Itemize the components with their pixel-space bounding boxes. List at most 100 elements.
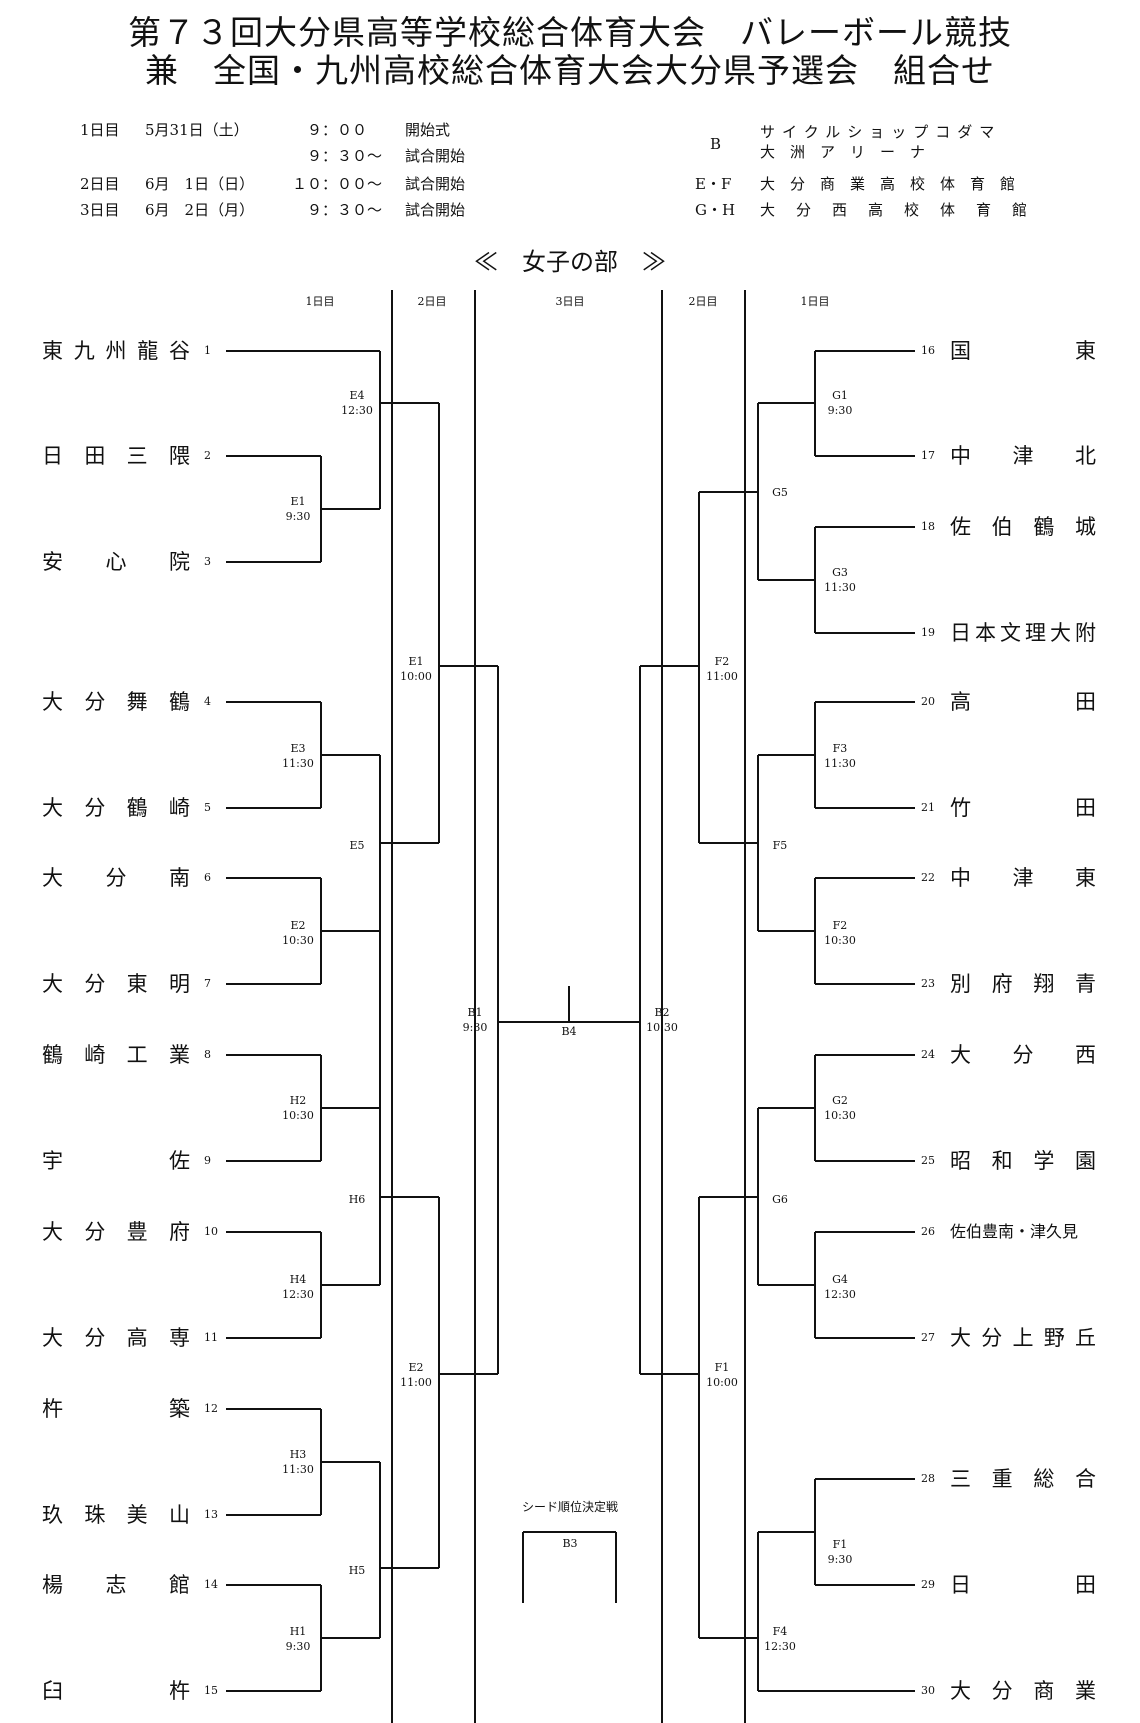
team-name: 竹田	[950, 796, 1096, 820]
seed-playoff-label: シード順位決定戦	[521, 1500, 619, 1514]
team-number: 11	[204, 1331, 218, 1344]
team-name: 玖珠美山	[42, 1503, 190, 1527]
match-label: G3 11:30	[824, 566, 856, 594]
match-label: H3 11:30	[282, 1448, 314, 1476]
team-number: 6	[204, 871, 211, 884]
match-label: F1 10:00	[706, 1361, 738, 1389]
team-name: 大分東明	[42, 972, 190, 996]
team-name: 三重総合	[950, 1467, 1096, 1491]
team-number: 12	[204, 1402, 218, 1415]
team-name: 臼杵	[42, 1679, 190, 1703]
team-number: 5	[204, 801, 211, 814]
team-name: 大分舞鶴	[42, 690, 190, 714]
schedule-event: 試合開始	[405, 147, 466, 165]
match-label: H2 10:30	[282, 1094, 314, 1122]
match-label: H1 9:30	[285, 1625, 311, 1653]
day-header: 2日目	[688, 295, 718, 308]
team-name: 別府翔青	[950, 972, 1096, 996]
day-header: 1日目	[305, 295, 335, 308]
team-number: 1	[204, 344, 211, 357]
team-number: 4	[204, 695, 211, 708]
team-name: 高田	[950, 690, 1096, 714]
team-number: 22	[921, 871, 935, 884]
team-name: 東九州龍谷	[42, 339, 190, 363]
team-number: 15	[204, 1684, 218, 1697]
schedule-time: １０：００～	[292, 175, 383, 193]
match-label: E5	[349, 839, 365, 852]
team-number: 25	[921, 1154, 935, 1167]
match-label: E4 12:30	[341, 389, 373, 417]
team-number: 19	[921, 626, 935, 639]
team-number: 16	[921, 344, 935, 357]
team-name: 大分商業	[950, 1679, 1096, 1703]
match-label: B1 9:30	[462, 1006, 488, 1034]
team-name: 国東	[950, 339, 1096, 363]
schedule-event: 試合開始	[405, 201, 466, 219]
team-number: 14	[204, 1578, 218, 1591]
match-label: E2 10:30	[282, 919, 314, 947]
team-name: 昭和学園	[950, 1149, 1096, 1173]
team-number: 28	[921, 1472, 935, 1485]
team-name: 日田	[950, 1573, 1096, 1597]
match-label: G2 10:30	[824, 1094, 856, 1122]
match-label: F5	[772, 839, 788, 852]
team-name: 佐伯鶴城	[950, 515, 1096, 539]
match-label: F3 11:30	[824, 742, 856, 770]
team-name: 大分高専	[42, 1326, 190, 1350]
team-name: 日田三隈	[42, 444, 190, 468]
schedule-date: 6月 1日（日）	[145, 175, 255, 193]
team-number: 18	[921, 520, 935, 533]
title-line-1: 第７３回大分県高等学校総合体育大会 バレーボール競技	[128, 13, 1012, 52]
team-name: 宇佐	[42, 1149, 190, 1173]
division-title: ≪ 女子の部 ≫	[474, 248, 666, 276]
match-label: G1 9:30	[827, 389, 853, 417]
team-number: 30	[921, 1684, 935, 1697]
team-name: 安心院	[42, 550, 190, 574]
team-name: 大分上野丘	[950, 1326, 1096, 1350]
team-name: 杵築	[42, 1397, 190, 1421]
schedule-event: 開始式	[405, 121, 451, 139]
venue-name: 大 洲 ア リ ー ナ	[760, 143, 926, 161]
team-number: 29	[921, 1578, 935, 1591]
match-label: G4 12:30	[824, 1273, 856, 1301]
day-header: 3日目	[555, 295, 585, 308]
team-number: 27	[921, 1331, 935, 1344]
match-label: H6	[348, 1193, 366, 1206]
team-number: 24	[921, 1048, 935, 1061]
schedule-day: 3日目	[80, 201, 120, 219]
team-name: 大分南	[42, 866, 190, 890]
schedule-day: 2日目	[80, 175, 120, 193]
team-name: 鶴崎工業	[42, 1043, 190, 1067]
team-number: 7	[204, 977, 211, 990]
schedule-date: 5月31日（土）	[145, 121, 249, 139]
team-number: 21	[921, 801, 935, 814]
day-header: 1日目	[800, 295, 830, 308]
team-name: 大分鶴崎	[42, 796, 190, 820]
team-number: 20	[921, 695, 935, 708]
team-name: 日本文理大附	[950, 621, 1096, 645]
venue-code: E・F	[695, 175, 732, 193]
schedule-time: ９：３０～	[292, 201, 383, 219]
team-name: 中津東	[950, 866, 1096, 890]
match-label: G6	[772, 1193, 788, 1206]
team-number: 17	[921, 449, 935, 462]
team-number: 2	[204, 449, 211, 462]
team-number: 10	[204, 1225, 218, 1238]
match-label: B2 10:30	[646, 1006, 678, 1034]
match-label: F2 10:30	[824, 919, 856, 947]
match-label: B3	[562, 1537, 578, 1550]
title-line-2: 兼 全国・九州高校総合体育大会大分県予選会 組合せ	[145, 51, 995, 90]
team-name: 楊志館	[42, 1573, 190, 1597]
venue-name: サイクルショップコダマ	[760, 123, 1002, 141]
team-number: 8	[204, 1048, 211, 1061]
match-label: F2 11:00	[706, 655, 738, 683]
match-label: B4	[561, 1025, 577, 1038]
team-name: 大分豊府	[42, 1220, 190, 1244]
match-label: F4 12:30	[764, 1625, 796, 1653]
match-label: E3 11:30	[282, 742, 314, 770]
team-number: 23	[921, 977, 935, 990]
day-header: 2日目	[417, 295, 447, 308]
match-label: E2 11:00	[400, 1361, 432, 1389]
